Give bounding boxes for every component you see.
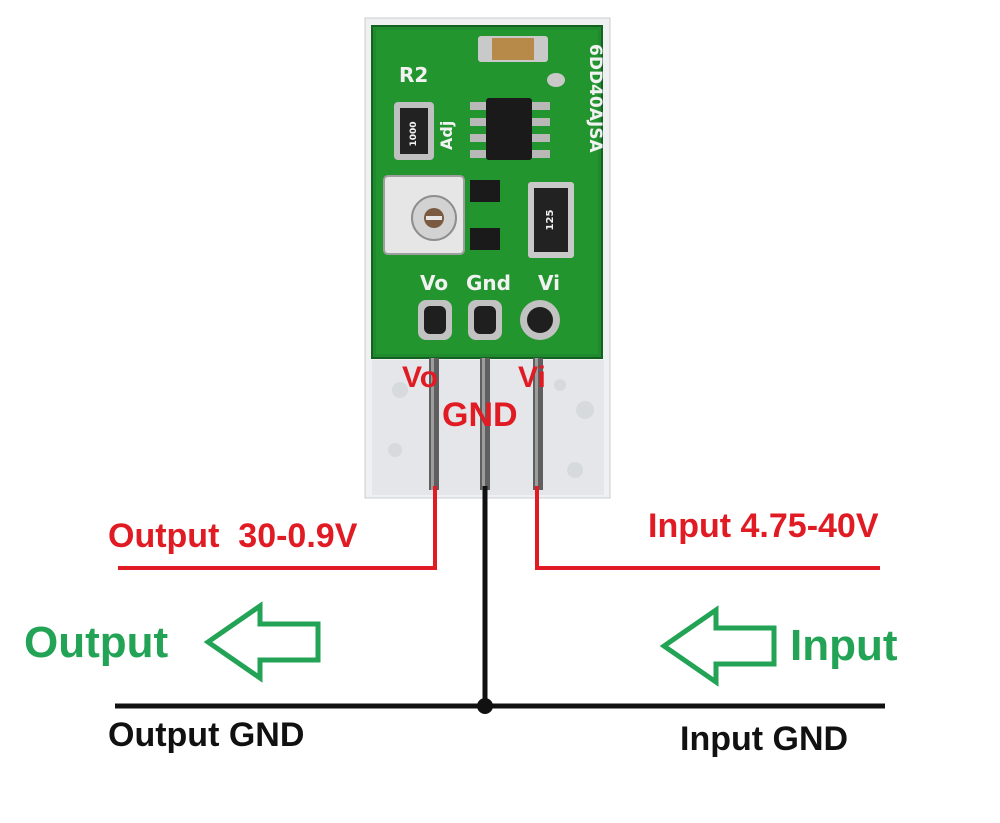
ic-chip	[470, 98, 550, 160]
solder-pad	[547, 73, 565, 87]
part-number-silk: 6DD40AJSA	[585, 44, 605, 153]
input-arrow-icon	[659, 605, 777, 687]
vo-silk-label: Vo	[420, 271, 448, 295]
input-wire	[535, 486, 880, 570]
input-gnd-label: Input GND	[680, 720, 848, 758]
pin-label-vo: Vo	[402, 361, 438, 394]
resistor-r2: 1000	[394, 102, 434, 160]
resistor-code-text: 1000	[409, 121, 419, 146]
output-range-label: Output 30-0.9V	[108, 517, 358, 555]
output-wire	[118, 486, 437, 570]
output-arrow-label: Output	[24, 618, 169, 667]
r2-silk-label: R2	[399, 63, 428, 87]
inductor: 125	[528, 182, 574, 258]
pcb-board: 1000 R2 Adj 125 6DD40AJSA Vo Gnd Vi	[371, 25, 605, 359]
output-arrow-icon	[203, 601, 321, 683]
adj-silk-label: Adj	[437, 121, 456, 150]
input-arrow-label: Input	[790, 621, 898, 670]
capacitor	[478, 36, 548, 62]
inductor-code-text: 125	[545, 210, 556, 231]
gnd-junction-dot	[477, 698, 493, 714]
potentiometer	[383, 175, 500, 255]
output-gnd-label: Output GND	[108, 716, 304, 754]
module-pins	[429, 358, 543, 490]
wires	[115, 486, 885, 714]
gnd-silk-label: Gnd	[466, 271, 511, 295]
vi-silk-label: Vi	[538, 271, 560, 295]
input-range-label: Input 4.75-40V	[648, 507, 879, 545]
pin-label-gnd: GND	[442, 396, 518, 434]
pin-pads	[418, 300, 560, 340]
pin-label-vi: Vi	[518, 361, 546, 394]
